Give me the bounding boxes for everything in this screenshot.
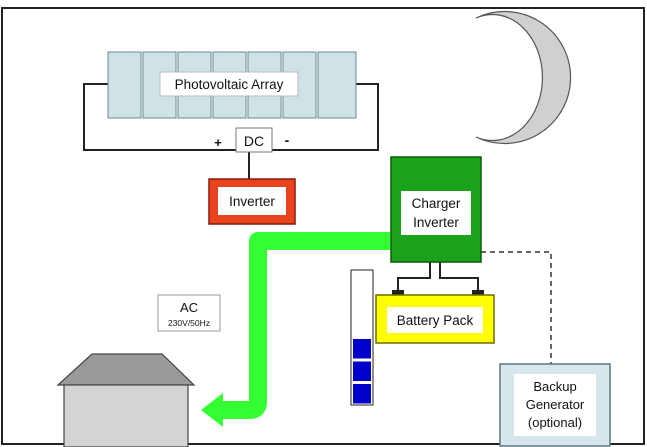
battery-cables [397,262,479,292]
house-icon [56,353,196,447]
house-wall [63,384,189,447]
backup-connection-line [481,251,552,364]
ac-box [157,294,221,332]
power-flow-line [222,232,390,419]
power-flow-path [201,232,390,427]
charger-label-line1: Charger [412,196,461,211]
inverter-label: Inverter [229,194,275,209]
charger-label-line2: Inverter [413,215,459,230]
battery-level-segment-empty [352,271,372,292]
moon-icon [475,10,572,145]
pv-array-label: Photovoltaic Array [175,77,284,92]
backup-label-line2: Generator [526,397,585,412]
house-roof [56,353,196,386]
backup-label-line1: Backup [533,379,576,394]
dc-box [235,127,273,153]
dc-label: DC [244,133,264,149]
pv-panel [317,51,357,119]
battery-level-segment-empty [352,293,372,314]
inverter-label-box [218,187,286,215]
plus-sign: + [214,135,222,150]
battery-level-segment-filled [352,383,372,405]
minus-sign: - [285,132,290,148]
battery-terminal [392,290,404,295]
pv-array: Photovoltaic Array [107,51,357,119]
arrow-icon [201,393,223,427]
battery-level-segment-filled [352,338,372,360]
battery-label-box [387,307,483,333]
ac-label: AC [180,300,198,315]
battery-level-meter [350,269,374,406]
diagram-border [1,7,645,445]
backup-label-box [514,374,596,436]
battery-pack-label: Battery Pack [397,313,474,328]
charger-label-box [401,191,471,235]
pv-wiring [83,83,379,180]
backup-label-line3: (optional) [528,415,582,430]
battery-level-segment-empty [352,316,372,337]
battery-terminal [472,290,484,295]
pv-panel [107,51,142,119]
pv-label-box [159,71,299,97]
battery-level-segment-filled [352,360,372,382]
ac-voltage-label: 230V/50Hz [168,318,210,328]
